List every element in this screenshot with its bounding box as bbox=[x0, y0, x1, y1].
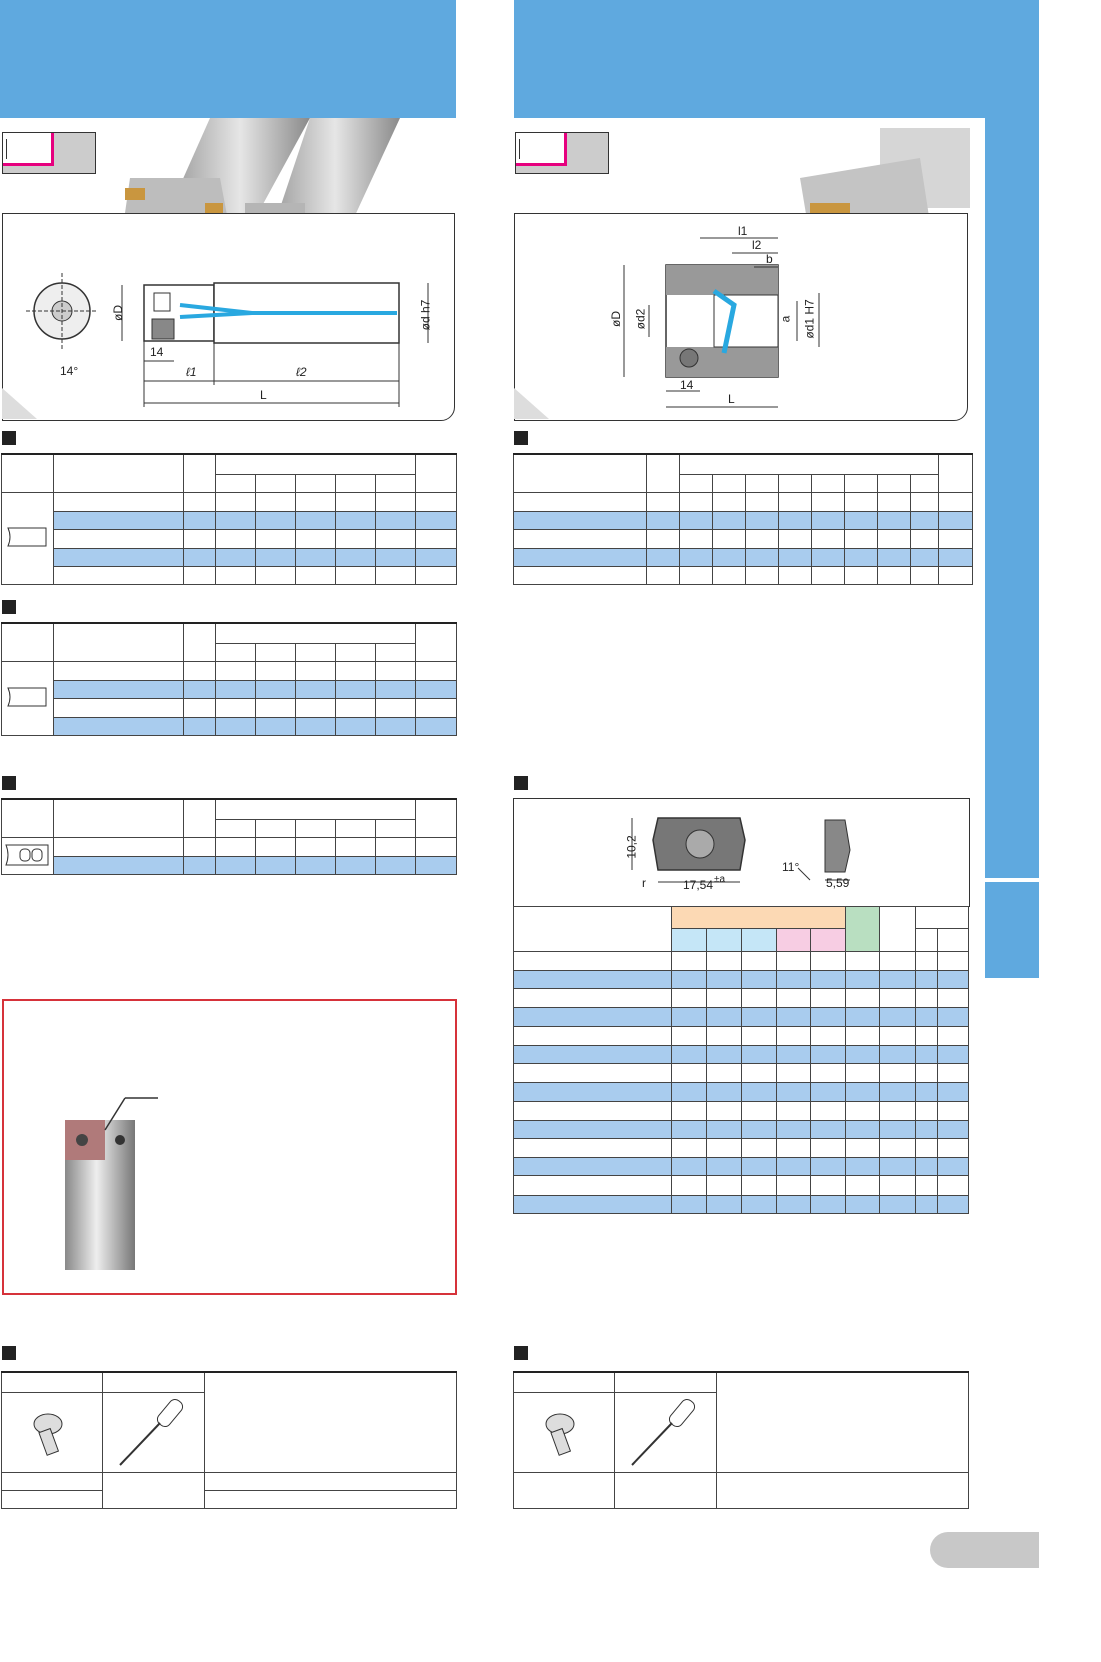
dim-l1-label: ℓ1 bbox=[186, 365, 197, 379]
header-banner-right bbox=[514, 0, 1039, 118]
section-marker-1 bbox=[2, 431, 16, 445]
dim-l1-label-right: l1 bbox=[738, 224, 748, 238]
type-tag-right bbox=[515, 132, 609, 174]
technical-drawing-shell-mill bbox=[514, 237, 820, 419]
page-number-badge bbox=[930, 1532, 1039, 1568]
parts-table-left bbox=[1, 1371, 457, 1509]
insert-height-label: 10,2 bbox=[624, 835, 639, 859]
dim-D-label: øD bbox=[111, 305, 125, 321]
shank-icon-3 bbox=[5, 844, 49, 866]
shank-icon-2 bbox=[7, 687, 47, 707]
spec-table-shell-mill bbox=[513, 452, 973, 586]
dim-14-label-right: 14 bbox=[680, 378, 694, 392]
insert-tolerance-label: ±a bbox=[714, 874, 726, 885]
dim-14-label: 14 bbox=[150, 345, 164, 359]
insert-radius-label: r bbox=[642, 876, 646, 890]
screw-icon-right bbox=[545, 1413, 575, 1456]
insert-thickness-label: 5,59 bbox=[826, 876, 850, 890]
sidebar-tab-upper bbox=[985, 118, 1039, 878]
spec-table-endmill-2 bbox=[1, 621, 458, 737]
insert-length-label: 17,54 bbox=[683, 878, 714, 892]
sidebar-tab-lower bbox=[985, 882, 1039, 978]
notice-box bbox=[2, 999, 457, 1295]
dim-b-label: b bbox=[766, 252, 773, 266]
insert-angle-label: 11° bbox=[782, 860, 800, 874]
screw-icon-left bbox=[33, 1413, 63, 1456]
section-marker-5 bbox=[514, 776, 528, 790]
dim-L-label-right: L bbox=[728, 392, 735, 406]
angle-label: 14° bbox=[60, 364, 79, 378]
shank-icon-1 bbox=[7, 527, 47, 547]
spec-table-endmill-1 bbox=[1, 452, 458, 586]
dim-a-label: a bbox=[778, 315, 793, 323]
dim-l2-label: ℓ2 bbox=[296, 365, 307, 379]
notice-tool-photo bbox=[65, 1097, 158, 1270]
type-tag-left bbox=[2, 132, 96, 174]
dim-d-h7-label: ød h7 bbox=[418, 299, 433, 331]
insert-drawing bbox=[631, 817, 851, 883]
parts-table-right bbox=[513, 1371, 969, 1509]
dim-l2-label-right: l2 bbox=[752, 238, 762, 252]
section-marker-2 bbox=[514, 431, 528, 445]
dim-d2-label: ød2 bbox=[633, 308, 648, 330]
dim-D-label-right: øD bbox=[609, 311, 623, 327]
header-banner-left bbox=[0, 0, 456, 118]
section-marker-3 bbox=[2, 600, 16, 614]
section-marker-7 bbox=[514, 1346, 528, 1360]
technical-drawing-endmill bbox=[2, 273, 429, 419]
wrench-icon-right bbox=[631, 1398, 696, 1466]
dim-d1-label: ød1 H7 bbox=[802, 299, 817, 339]
section-marker-6 bbox=[2, 1346, 16, 1360]
dim-L-label: L bbox=[260, 388, 267, 402]
spec-table-endmill-3 bbox=[1, 798, 458, 875]
wrench-icon-left bbox=[119, 1398, 184, 1466]
section-marker-4 bbox=[2, 776, 16, 790]
insert-grade-table bbox=[513, 905, 970, 1215]
insert-drawing-box bbox=[513, 798, 970, 907]
